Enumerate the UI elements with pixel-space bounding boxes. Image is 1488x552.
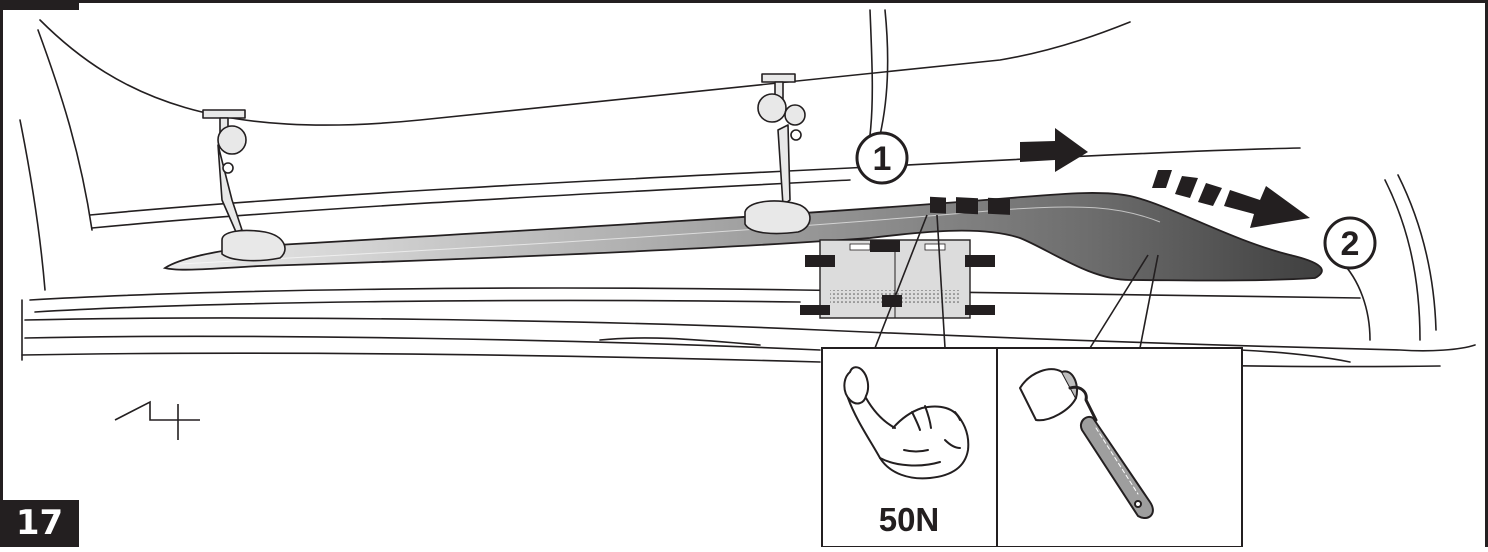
suction-cup-tool-icon [202,73,811,262]
trim-strip [162,192,1323,282]
force-label: 50N [879,501,940,538]
leader-lines [874,214,1159,349]
callout-2-label: 2 [1341,225,1360,263]
pressure-roller-icon [1019,368,1154,520]
reference-mark [114,400,200,440]
callout-2: 2 [1323,216,1377,270]
vehicle-body [19,9,1476,368]
arrow-icon [930,128,1310,228]
flexed-arm-icon [843,366,970,480]
step-number-badge: 17 [0,500,79,547]
callout-1-label: 1 [873,140,892,178]
callout-1: 1 [855,131,909,185]
template-card-icon [800,239,995,319]
